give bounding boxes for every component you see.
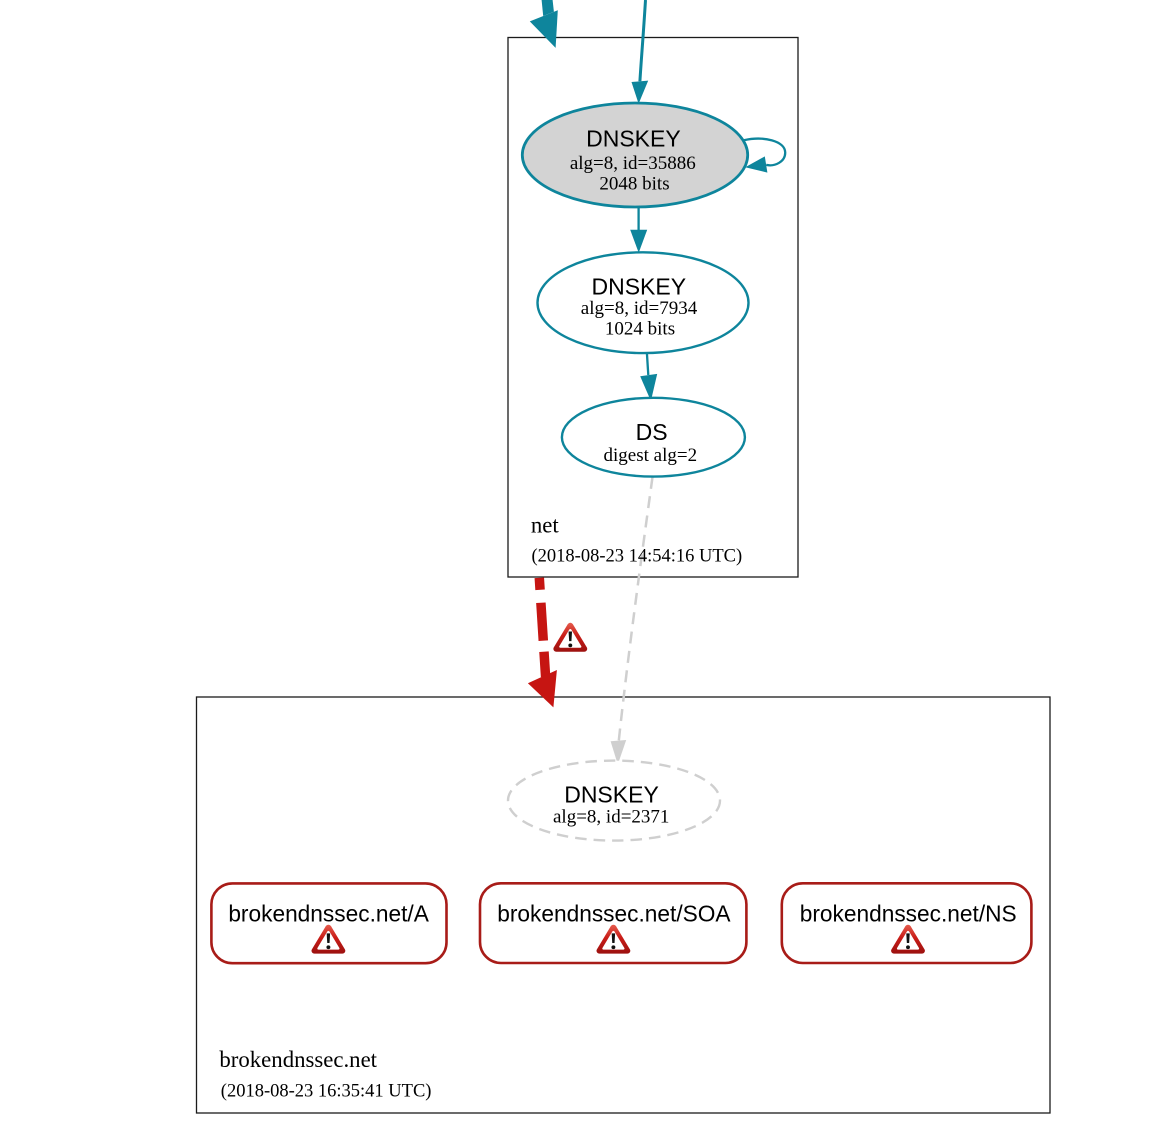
svg-text:net: net (531, 512, 560, 537)
svg-text:brokendnssec.net/NS: brokendnssec.net/NS (800, 901, 1017, 927)
svg-text:brokendnssec.net/A: brokendnssec.net/A (228, 900, 429, 926)
svg-text:(2018-08-23 16:35:41 UTC): (2018-08-23 16:35:41 UTC) (221, 1081, 432, 1101)
svg-text:DS: DS (636, 419, 668, 445)
svg-text:(2018-08-23 14:54:16 UTC): (2018-08-23 14:54:16 UTC) (532, 546, 743, 566)
svg-text:brokendnssec.net/SOA: brokendnssec.net/SOA (497, 901, 731, 927)
svg-text:2048 bits: 2048 bits (599, 173, 669, 194)
svg-text:digest alg=2: digest alg=2 (604, 445, 698, 466)
svg-text:DNSKEY: DNSKEY (586, 125, 681, 151)
svg-text:alg=8, id=2371: alg=8, id=2371 (553, 807, 669, 828)
svg-text:DNSKEY: DNSKEY (592, 273, 687, 299)
svg-text:alg=8, id=7934: alg=8, id=7934 (581, 298, 698, 319)
svg-text:alg=8, id=35886: alg=8, id=35886 (570, 153, 696, 174)
svg-text:1024 bits: 1024 bits (605, 318, 675, 339)
svg-text:brokendnssec.net: brokendnssec.net (219, 1047, 377, 1072)
svg-text:DNSKEY: DNSKEY (564, 782, 659, 808)
